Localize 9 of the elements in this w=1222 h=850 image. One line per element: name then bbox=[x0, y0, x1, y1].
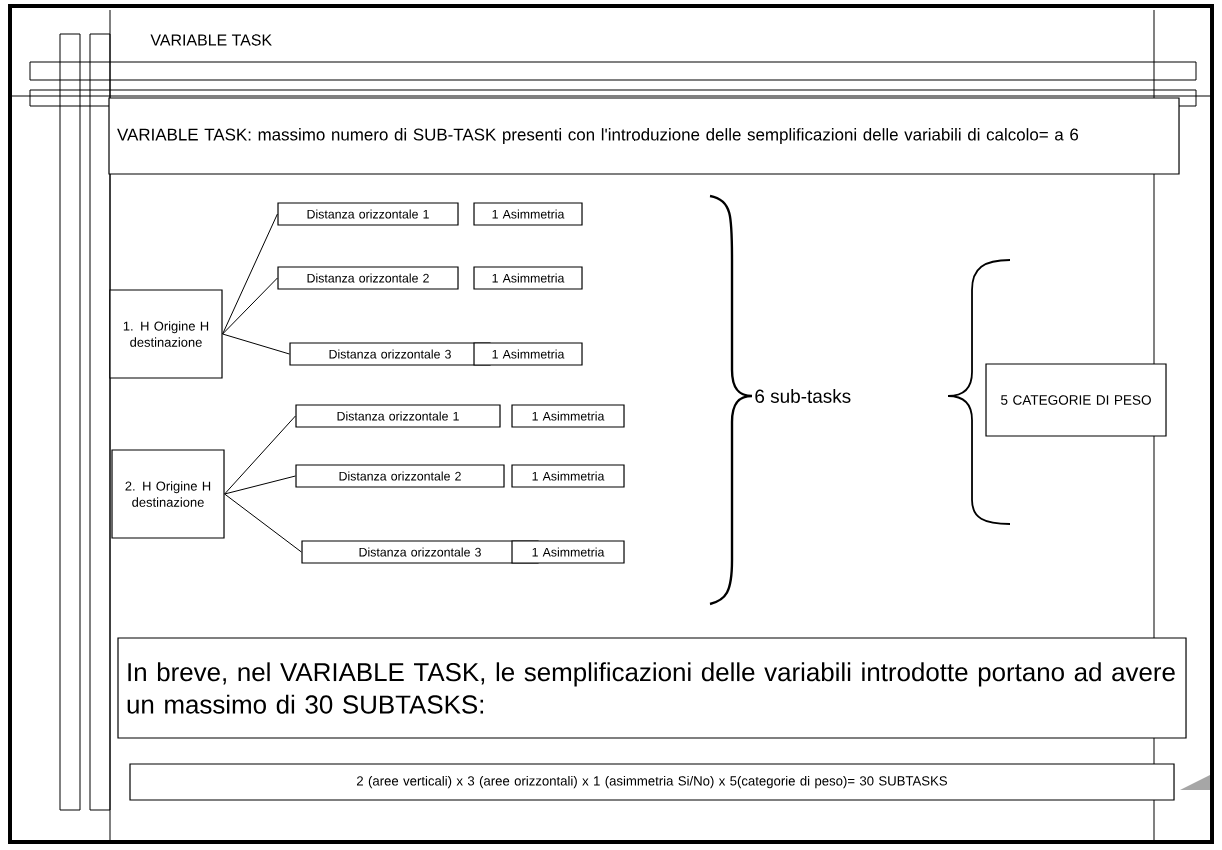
text-box: VARIABLE TASK: massimo numero di SUB-TASK presenti con l'introduzione delle semplificazioni delle variabili di calcolo= a 6 bbox=[108, 97, 1180, 175]
connector-line bbox=[224, 415, 296, 495]
connector-line bbox=[224, 493, 302, 553]
count-label: 6 sub-tasks bbox=[755, 389, 851, 403]
connector-line bbox=[222, 277, 278, 335]
connector-line bbox=[222, 333, 290, 355]
connector-line bbox=[224, 475, 296, 495]
connector-line bbox=[222, 213, 278, 335]
summary-box: In breve, nel VARIABLE TASK, le semplificazioni delle variabili introdotte portano ad avere un massimo di 30 SUBTASKS: bbox=[117, 637, 1187, 739]
